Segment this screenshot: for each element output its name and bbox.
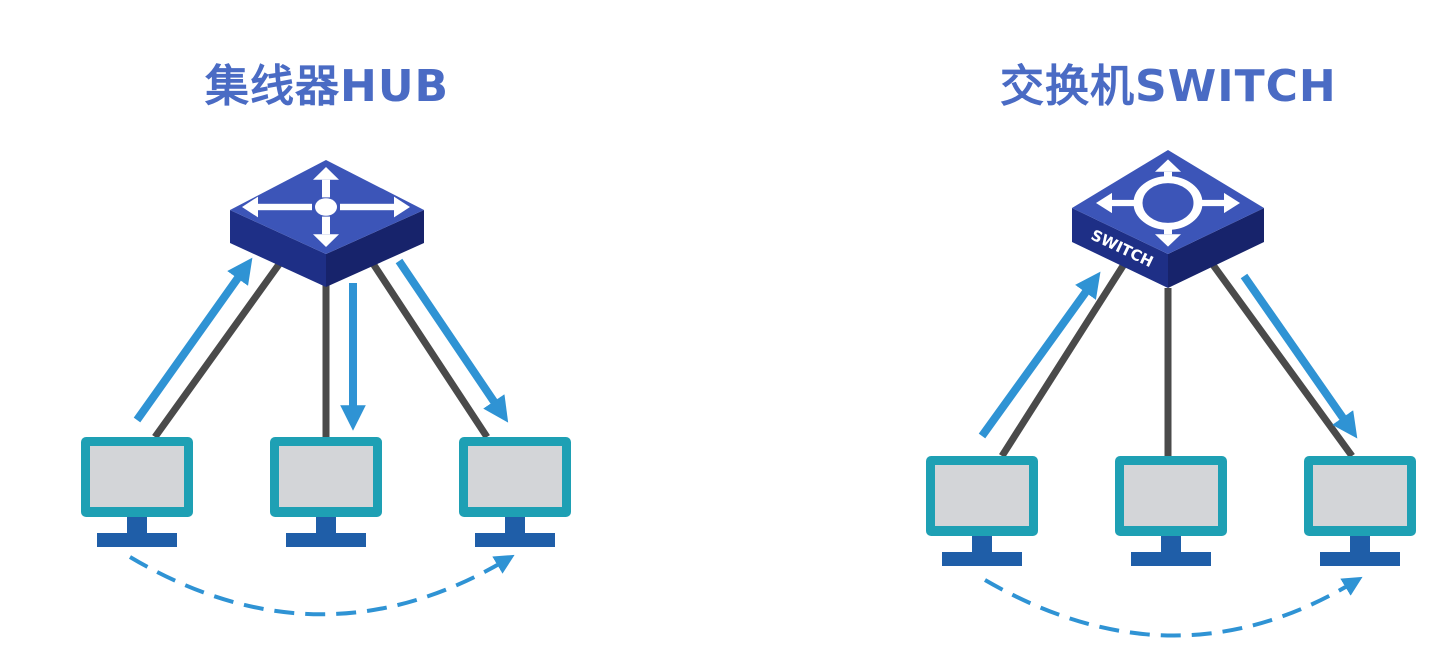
computer-monitor — [270, 437, 382, 547]
hub-device — [230, 160, 424, 287]
hub-computers — [81, 437, 571, 547]
hub-arrows — [128, 257, 515, 617]
data-flow-arrow — [395, 258, 509, 423]
switch-computers — [926, 456, 1416, 566]
switch-arrows — [978, 271, 1363, 638]
data-flow-arrow — [133, 257, 253, 423]
computer-monitor — [459, 437, 571, 547]
dashed-return-arrow — [128, 554, 515, 617]
hub-diagram — [81, 160, 571, 617]
hub-cables — [152, 253, 490, 440]
computer-monitor — [1115, 456, 1227, 566]
dashed-return-arrow — [983, 576, 1363, 638]
four-way-arrows-icon — [242, 167, 410, 247]
switch-title: 交换机SWITCH — [1000, 61, 1337, 112]
cable — [999, 256, 1131, 458]
computer-monitor — [1304, 456, 1416, 566]
cable — [152, 253, 288, 440]
four-way-arrows-circle-icon — [1096, 159, 1240, 247]
switch-cables — [999, 255, 1355, 459]
cable — [1205, 255, 1355, 459]
data-flow-arrow — [1240, 273, 1358, 439]
switch-device: SWITCH — [1072, 150, 1264, 288]
switch-diagram: SWITCH — [926, 150, 1416, 638]
hub-title: 集线器HUB — [205, 61, 450, 112]
computer-monitor — [81, 437, 193, 547]
computer-monitor — [926, 456, 1038, 566]
data-flow-arrow — [978, 271, 1101, 439]
cable — [365, 254, 490, 439]
